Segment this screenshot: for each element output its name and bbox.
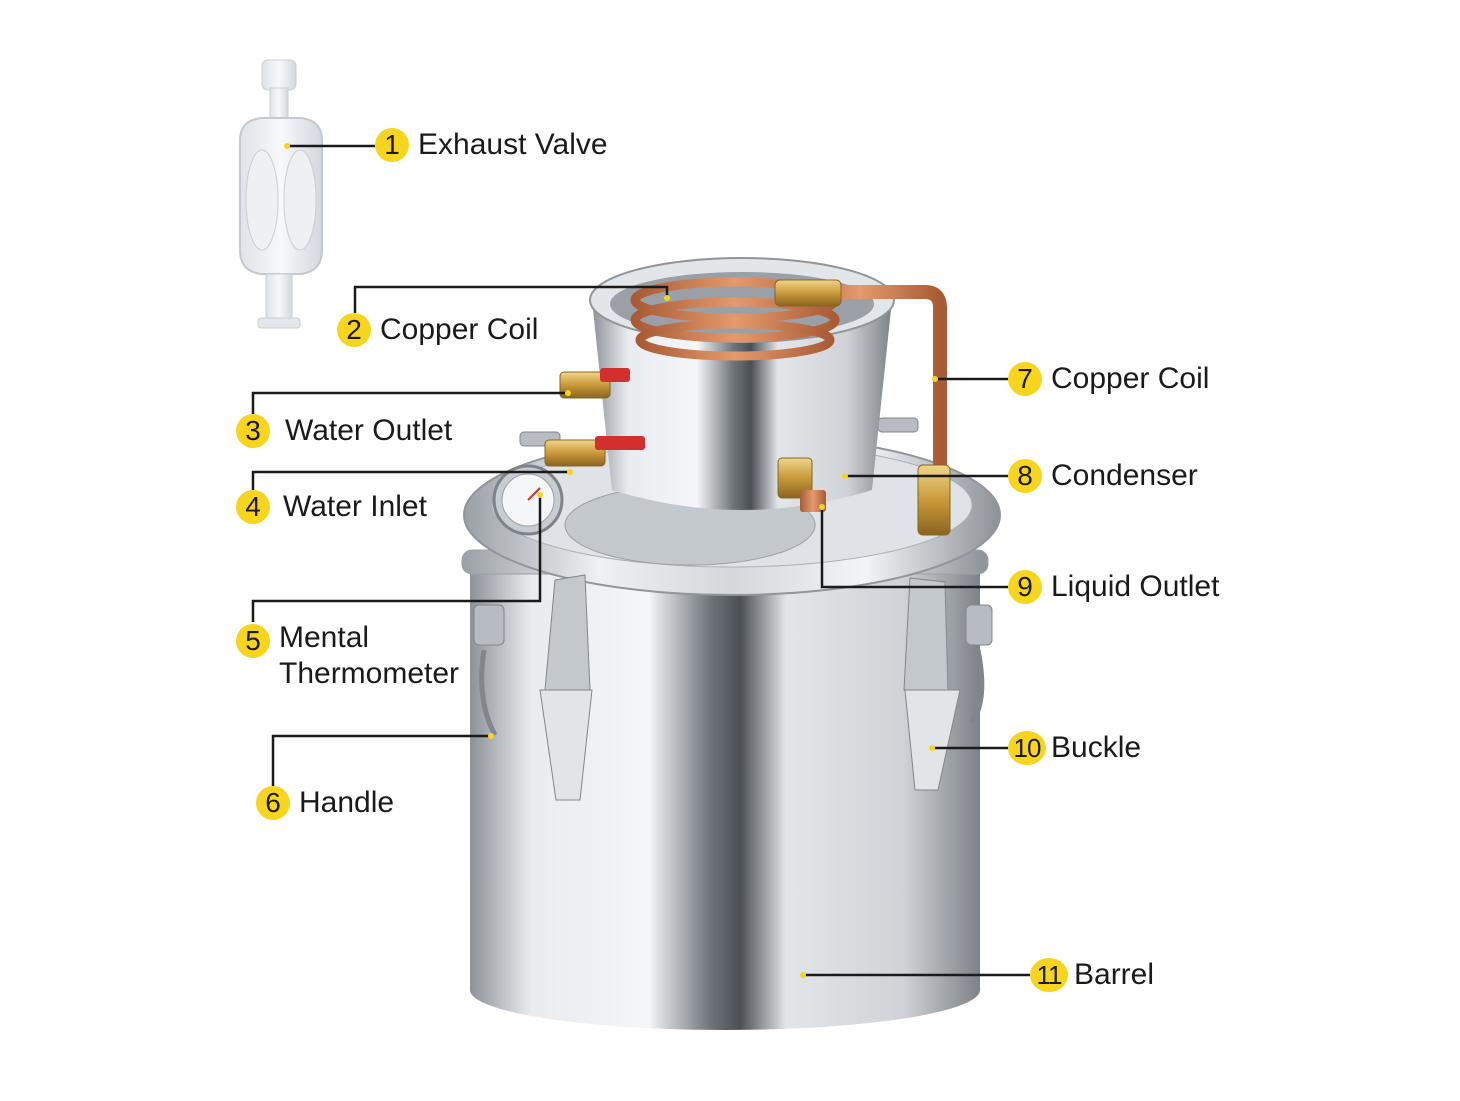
- callout-10: 10 Buckle: [1008, 731, 1141, 765]
- leader-line-6: [271, 734, 491, 786]
- leader-line-9: [820, 507, 1008, 589]
- callout-label: Exhaust Valve: [418, 128, 608, 161]
- leader-line-2: [353, 285, 669, 313]
- callout-label: Liquid Outlet: [1051, 570, 1220, 603]
- callout-label: Water Inlet: [283, 490, 427, 523]
- callout-label: Barrel: [1074, 958, 1155, 991]
- callout-number: 7: [1008, 362, 1042, 396]
- callout-4: 4 Water Inlet: [236, 490, 427, 524]
- callout-label: Water Outlet: [285, 414, 453, 447]
- condenser-illustration: [589, 257, 895, 510]
- callout-11: 11 Barrel: [1030, 958, 1154, 992]
- callout-label: Handle: [299, 786, 395, 819]
- callout-number: 1: [375, 128, 409, 162]
- callout-5: 5 Mental Thermometer: [236, 620, 479, 692]
- copper-pipe-illustration: [774, 279, 951, 536]
- leader-lines: [251, 144, 1030, 977]
- callout-7: 7 Copper Coil: [1008, 362, 1209, 396]
- callout-number: 11: [1030, 958, 1068, 992]
- callout-label: Copper Coil: [380, 313, 539, 346]
- callout-number: 2: [337, 313, 371, 347]
- callout-number: 6: [256, 786, 290, 820]
- callout-number: 8: [1008, 459, 1042, 493]
- callout-number: 3: [236, 414, 270, 448]
- callout-9: 9 Liquid Outlet: [1008, 570, 1219, 604]
- callout-label: Buckle: [1051, 731, 1142, 764]
- callout-number: 10: [1008, 731, 1046, 765]
- callout-2: 2 Copper Coil: [337, 313, 538, 347]
- leader-line-3: [251, 391, 568, 414]
- leader-line-4: [251, 470, 570, 490]
- callout-label: Condenser: [1051, 459, 1198, 492]
- callout-number: 9: [1008, 570, 1042, 604]
- valves-illustration: [544, 368, 645, 467]
- callout-number: 4: [236, 490, 270, 524]
- callout-label: Mental Thermometer: [279, 621, 460, 690]
- callout-1: 1 Exhaust Valve: [375, 128, 608, 162]
- callout-3: 3 Water Outlet: [236, 414, 452, 448]
- airlock-illustration: [239, 59, 323, 329]
- callout-6: 6 Handle: [256, 786, 394, 820]
- leader-line-5: [251, 495, 542, 622]
- callout-8: 8 Condenser: [1008, 459, 1198, 493]
- callout-number: 5: [236, 624, 270, 658]
- callout-label: Copper Coil: [1051, 362, 1210, 395]
- leader-dots: [284, 143, 938, 978]
